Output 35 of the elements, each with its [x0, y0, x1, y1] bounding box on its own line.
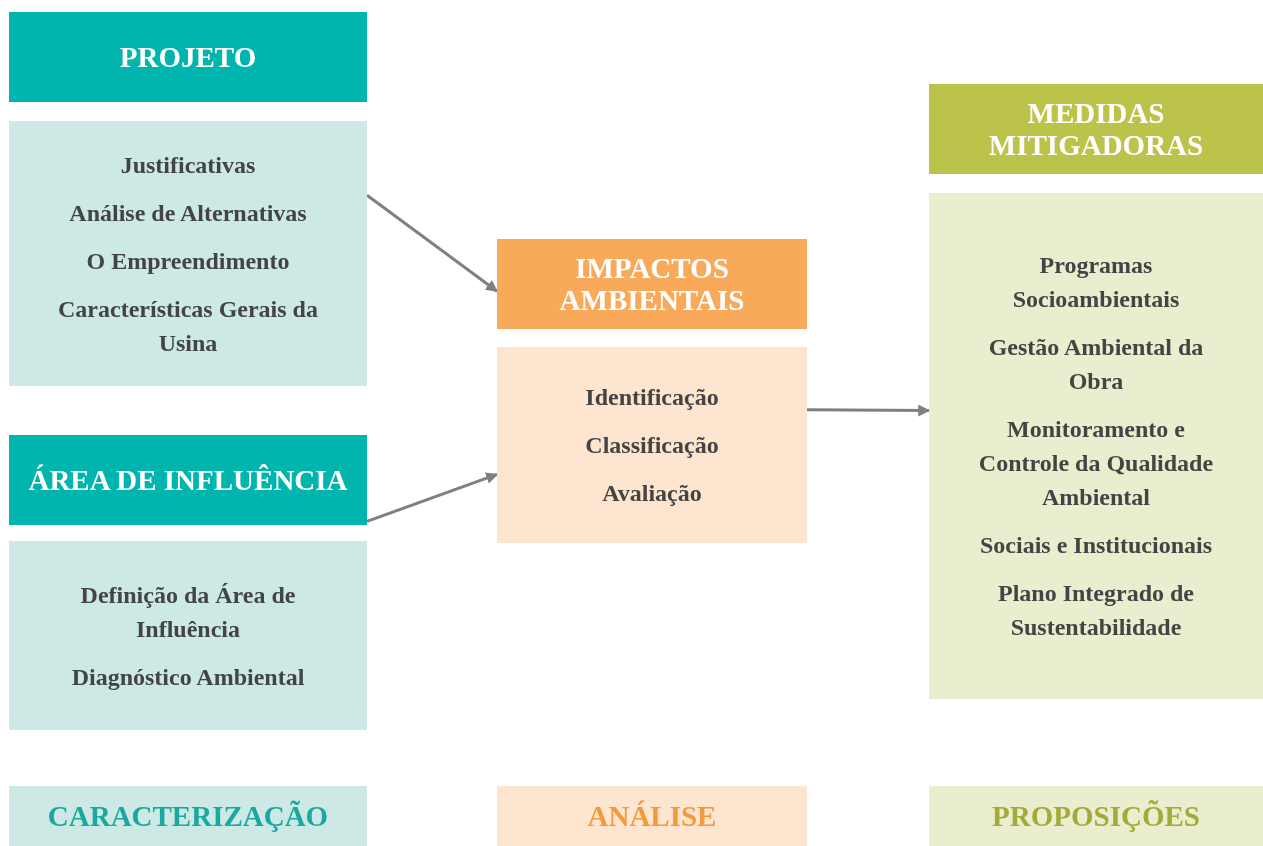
- content-box: [929, 193, 1263, 699]
- stage-label-box: [9, 786, 367, 846]
- item-text: Sociais e Institucionais: [980, 531, 1212, 560]
- item-text: Características Gerais da Usina: [57, 294, 319, 358]
- content-box: [9, 541, 367, 730]
- stage-label-box: [929, 786, 1263, 846]
- item-text: Definição da Área de Influência: [79, 580, 297, 644]
- item-text: Análise de Alternativas: [69, 198, 307, 228]
- stage-label: ANÁLISE: [587, 800, 717, 832]
- header-text: ÁREA DE INFLUÊNCIA: [28, 464, 348, 496]
- header-text: MEDIDAS MITIGADORAS: [987, 97, 1205, 161]
- item-text: Justificativas: [120, 150, 256, 180]
- stage-label: CARACTERIZAÇÃO: [47, 800, 329, 832]
- content-box: [9, 121, 367, 386]
- header-text: IMPACTOS AMBIENTAIS: [558, 252, 746, 316]
- stage-label-box: [497, 786, 807, 846]
- item-text: Programas Socioambientais: [1011, 251, 1181, 314]
- item-text: Monitoramento e Controle da Qualidade Ambiental: [977, 415, 1215, 512]
- item-text: Avaliação: [602, 479, 702, 508]
- item-text: Classificação: [585, 431, 719, 460]
- stage-label: PROPOSIÇÕES: [992, 800, 1200, 832]
- arrow: [807, 404, 931, 417]
- content-box: [497, 347, 807, 543]
- header-box: [9, 435, 367, 525]
- arrow: [366, 194, 498, 293]
- header-box: [497, 239, 807, 329]
- header-box: [9, 12, 367, 102]
- item-text: Identificação: [585, 383, 719, 412]
- item-text: Plano Integrado de Sustentabilidade: [997, 579, 1195, 642]
- header-box: [929, 84, 1263, 174]
- header-text: PROJETO: [119, 41, 257, 73]
- item-text: O Empreendimento: [86, 246, 290, 276]
- item-text: Gestão Ambiental da Obra: [987, 333, 1205, 396]
- arrow: [366, 472, 499, 523]
- item-text: Diagnóstico Ambiental: [71, 662, 305, 692]
